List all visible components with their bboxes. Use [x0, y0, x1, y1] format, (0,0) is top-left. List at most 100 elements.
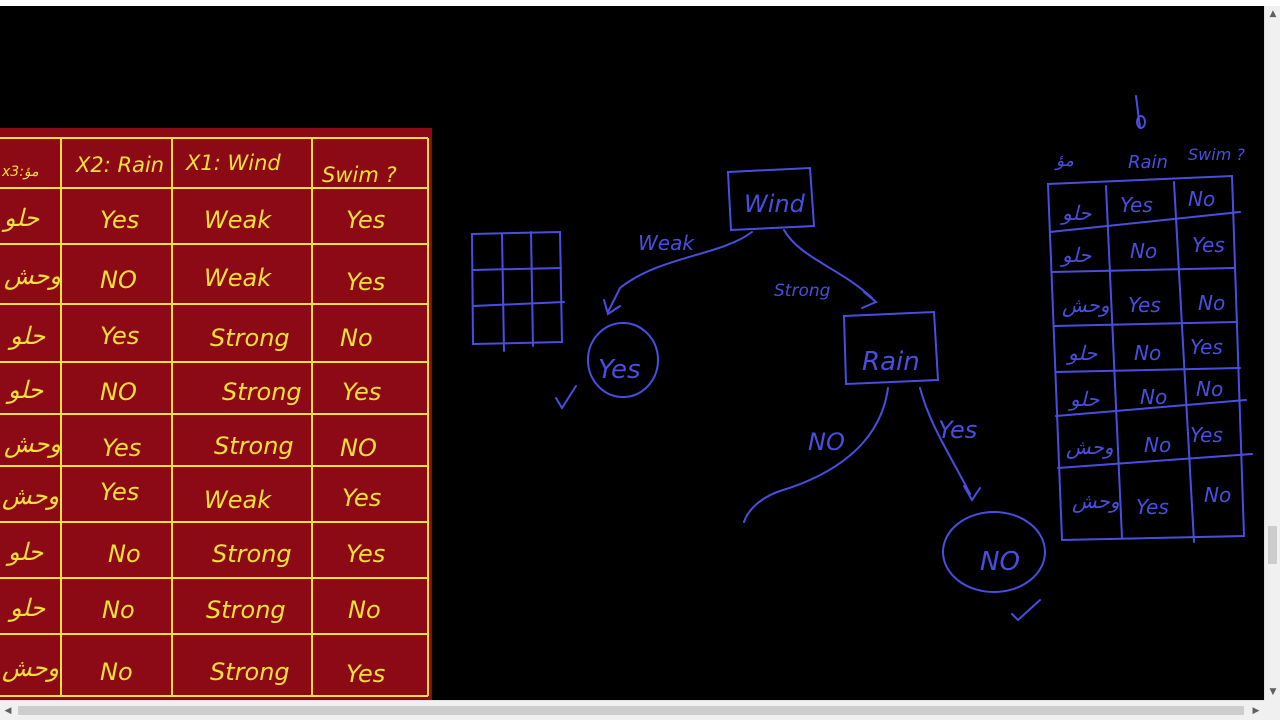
- table-cell: NO: [340, 434, 377, 462]
- vertical-scroll-thumb[interactable]: [1268, 526, 1277, 564]
- table-cell: Yes: [100, 478, 139, 506]
- table-cell: حلو: [5, 376, 43, 404]
- subtable-cell: Yes: [1120, 193, 1153, 217]
- subtable: مؤ Rain Swim ? حلو Yes No حلو No Yes وحش…: [1054, 145, 1245, 519]
- subtable-cell: حلو: [1059, 201, 1092, 225]
- table-cell: حلو: [7, 322, 45, 350]
- table-cell: وحش: [4, 430, 61, 458]
- table-cell: Yes: [102, 434, 141, 462]
- subtable-cell: No: [1134, 341, 1161, 365]
- subtable-cell: Yes: [1128, 293, 1161, 317]
- subtable-cell: Yes: [1192, 233, 1225, 257]
- scroll-down-icon[interactable]: ▼: [1269, 687, 1277, 697]
- table-cell: Strong: [210, 658, 290, 686]
- scroll-left-icon[interactable]: ◀: [4, 706, 12, 716]
- table-cell: Strong: [210, 324, 290, 352]
- leaf-yes-circle: [587, 322, 659, 398]
- table-cell: No: [340, 324, 373, 352]
- vertical-scrollbar[interactable]: ▲ ▼: [1264, 6, 1280, 700]
- horizontal-scrollbar[interactable]: ◀ ▶: [0, 700, 1264, 720]
- branch-label-no: NO: [808, 428, 845, 456]
- subtable-cell: No: [1204, 483, 1231, 507]
- subtable-cell: Yes: [1190, 423, 1223, 447]
- subtable-cell: No: [1144, 433, 1171, 457]
- branch-label-weak: Weak: [638, 231, 695, 255]
- table-cell: Weak: [204, 486, 272, 514]
- table-header-feeling: x3:مؤ: [1, 164, 39, 180]
- table-header-swim: Swim ?: [322, 163, 397, 187]
- rain-node-box: [842, 310, 940, 386]
- table-cell: Strong: [206, 596, 286, 624]
- table-cell: Yes: [100, 322, 139, 350]
- edge-weak: [607, 231, 753, 313]
- leaf-yes-label: Yes: [598, 355, 641, 385]
- scroll-right-icon[interactable]: ▶: [1252, 706, 1260, 716]
- table-cell: Strong: [214, 432, 294, 460]
- table-cell: NO: [100, 378, 137, 406]
- subtable-cell: No: [1130, 239, 1157, 263]
- blue-ink-strokes: [470, 95, 1253, 622]
- subtable-header: Rain: [1128, 152, 1168, 173]
- root-node-label: Wind: [744, 190, 806, 218]
- table-cell: No: [108, 540, 141, 568]
- scroll-up-icon[interactable]: ▲: [1269, 9, 1277, 19]
- edge-yes: [919, 387, 971, 495]
- subtable-cell: وحش: [1072, 489, 1120, 513]
- subtable-cell: وحش: [1066, 435, 1114, 459]
- branch-label-strong: Strong: [774, 281, 831, 301]
- table-cell: وحش: [2, 482, 59, 510]
- subtable-cell: وحش: [1062, 293, 1110, 317]
- down-arrow-head: [1136, 115, 1146, 129]
- leaf-no-circle: [942, 511, 1046, 593]
- subtable-cell: حلو: [1065, 341, 1098, 365]
- table-header-rain: X2: Rain: [75, 153, 164, 177]
- horizontal-scroll-thumb[interactable]: [18, 706, 1244, 715]
- table-cell: No: [100, 658, 133, 686]
- subtable-cell: No: [1140, 385, 1167, 409]
- down-arrow-stem: [1135, 95, 1141, 129]
- table-cell: No: [102, 596, 135, 624]
- subtable-cell: حلو: [1059, 243, 1092, 267]
- tree-labels: Wind Weak Strong Yes Rain NO Yes NO: [598, 190, 1020, 577]
- table-cell: Yes: [346, 540, 385, 568]
- check-mark-yes: [555, 385, 577, 410]
- data-table: x3:مؤ X2: Rain X1: Wind Swim ? حلو Yes W…: [0, 128, 432, 700]
- table-cell: Weak: [204, 206, 272, 234]
- subtable-cell: No: [1198, 291, 1225, 315]
- check-mark-no: [1011, 599, 1041, 622]
- table-cell: No: [348, 596, 381, 624]
- leaf-no-label: NO: [980, 547, 1020, 577]
- table-cell: حلو: [1, 204, 39, 232]
- subtable-header: Swim ?: [1188, 145, 1245, 164]
- root-node-box: [726, 166, 816, 232]
- subtable-cell: No: [1188, 187, 1215, 211]
- subtable-cell: Yes: [1136, 495, 1169, 519]
- subtable-cell: حلو: [1067, 387, 1100, 411]
- whiteboard-canvas[interactable]: x3:مؤ X2: Rain X1: Wind Swim ? حلو Yes W…: [0, 6, 1264, 700]
- table-cell: حلو: [5, 538, 43, 566]
- edge-no: [743, 387, 889, 523]
- table-cell: Yes: [346, 206, 385, 234]
- table-cell: Yes: [346, 660, 385, 688]
- table-header-wind: X1: Wind: [185, 151, 281, 175]
- table-cell: Yes: [342, 378, 381, 406]
- subtable-cell: No: [1196, 377, 1223, 401]
- table-cell: وحش: [4, 262, 61, 290]
- table-cell: Weak: [204, 264, 272, 292]
- table-cell: وحش: [2, 654, 59, 682]
- table-cell: Yes: [342, 484, 381, 512]
- branch-label-yes: Yes: [938, 416, 977, 444]
- arrowhead: [603, 299, 621, 316]
- table-cell: حلو: [7, 594, 45, 622]
- table-grid: [0, 137, 429, 697]
- table-cell: Strong: [212, 540, 292, 568]
- scrollbar-corner: [1264, 700, 1280, 720]
- grid-sketch: [470, 230, 565, 352]
- table-cell: Strong: [222, 378, 302, 406]
- edge-strong: [783, 229, 873, 299]
- subtable-grid: [1046, 174, 1253, 543]
- arrowhead: [861, 291, 878, 309]
- rain-node-label: Rain: [862, 347, 920, 377]
- table-cell: Yes: [346, 268, 385, 296]
- table-cell: Yes: [100, 206, 139, 234]
